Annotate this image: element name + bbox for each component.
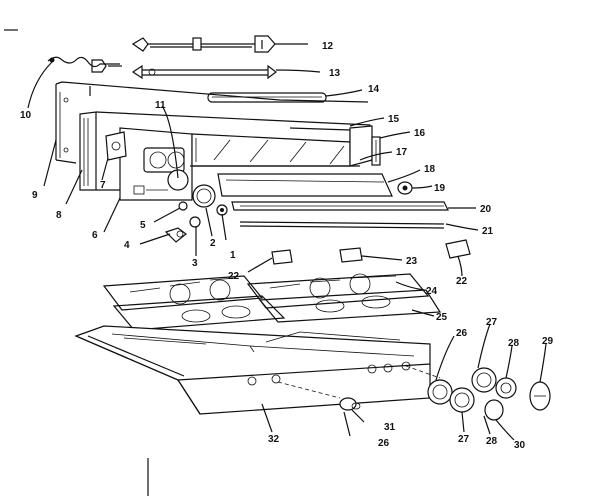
knob-29 [529, 381, 551, 411]
knob-27-upper [471, 367, 497, 393]
callout-27-upper: 27 [486, 317, 498, 328]
part-21-rod [239, 221, 445, 229]
callout-21: 21 [482, 226, 494, 237]
backguard [79, 111, 371, 191]
part-7-switch [105, 131, 127, 161]
callout-20: 20 [480, 204, 492, 215]
callout-25: 25 [436, 312, 448, 323]
callout-5: 5 [140, 220, 146, 231]
part-10-coil [47, 56, 122, 73]
callout-3: 3 [192, 258, 198, 269]
part-22-bracket-right [445, 239, 471, 259]
clock-panel [119, 127, 193, 201]
callout-24: 24 [426, 286, 438, 297]
part-23-bracket [339, 247, 363, 263]
part-14-tube [207, 92, 327, 103]
callout-16: 16 [414, 128, 426, 139]
callout-17: 17 [396, 147, 408, 158]
part-24-grates [102, 273, 430, 311]
callout-27-lower: 27 [458, 434, 470, 445]
callout-11: 11 [155, 100, 166, 111]
callout-29: 29 [542, 336, 554, 347]
knob-26 [427, 379, 453, 405]
knob-30 [484, 399, 504, 421]
callout-8: 8 [56, 210, 62, 221]
callout-4: 4 [124, 240, 130, 251]
part-3-knob [189, 216, 201, 228]
part-32-cooktop [74, 325, 441, 415]
back-panel [55, 81, 369, 164]
callout-9: 9 [32, 190, 38, 201]
callout-10: 10 [20, 110, 32, 121]
callout-26-lower: 26 [378, 438, 390, 449]
callout-32: 32 [268, 434, 280, 445]
callout-31: 31 [384, 422, 396, 433]
part-13-rod [131, 64, 277, 80]
knob-28 [495, 377, 517, 399]
callout-18: 18 [424, 164, 436, 175]
callout-22-right: 22 [456, 276, 468, 287]
part-2-ring [192, 184, 216, 208]
part-16-bracket [371, 136, 381, 166]
callout-6: 6 [92, 230, 98, 241]
callout-22-left: 22 [228, 271, 240, 282]
callout-12: 12 [322, 41, 334, 52]
part-5-screw [178, 201, 188, 211]
callout-2: 2 [210, 238, 216, 249]
leader-lines [27, 43, 547, 441]
part-19-clip [397, 181, 413, 195]
callout-19: 19 [434, 183, 446, 194]
callout-15: 15 [388, 114, 400, 125]
part-1-knob [216, 204, 228, 216]
part-20-rail [231, 201, 449, 211]
callout-labels: 1 2 3 4 5 6 7 8 9 10 11 12 13 14 15 16 1… [20, 41, 554, 451]
part-22-bracket-left [271, 249, 293, 265]
callout-26-upper: 26 [456, 328, 468, 339]
part-31-knob [339, 397, 361, 411]
callout-13: 13 [329, 68, 341, 79]
oven-window [191, 125, 373, 167]
callout-1: 1 [230, 250, 236, 261]
knob-27 [449, 387, 475, 413]
part-12-wire-assembly [131, 35, 276, 53]
part-4-valve [164, 227, 187, 243]
callout-28-upper: 28 [508, 338, 520, 349]
callout-23: 23 [406, 256, 418, 267]
callout-14: 14 [368, 84, 380, 95]
callout-30: 30 [514, 440, 526, 451]
callout-28-lower: 28 [486, 436, 498, 447]
part-18-trim [217, 173, 393, 197]
part-25-burners [112, 289, 442, 331]
callout-7: 7 [100, 180, 106, 191]
